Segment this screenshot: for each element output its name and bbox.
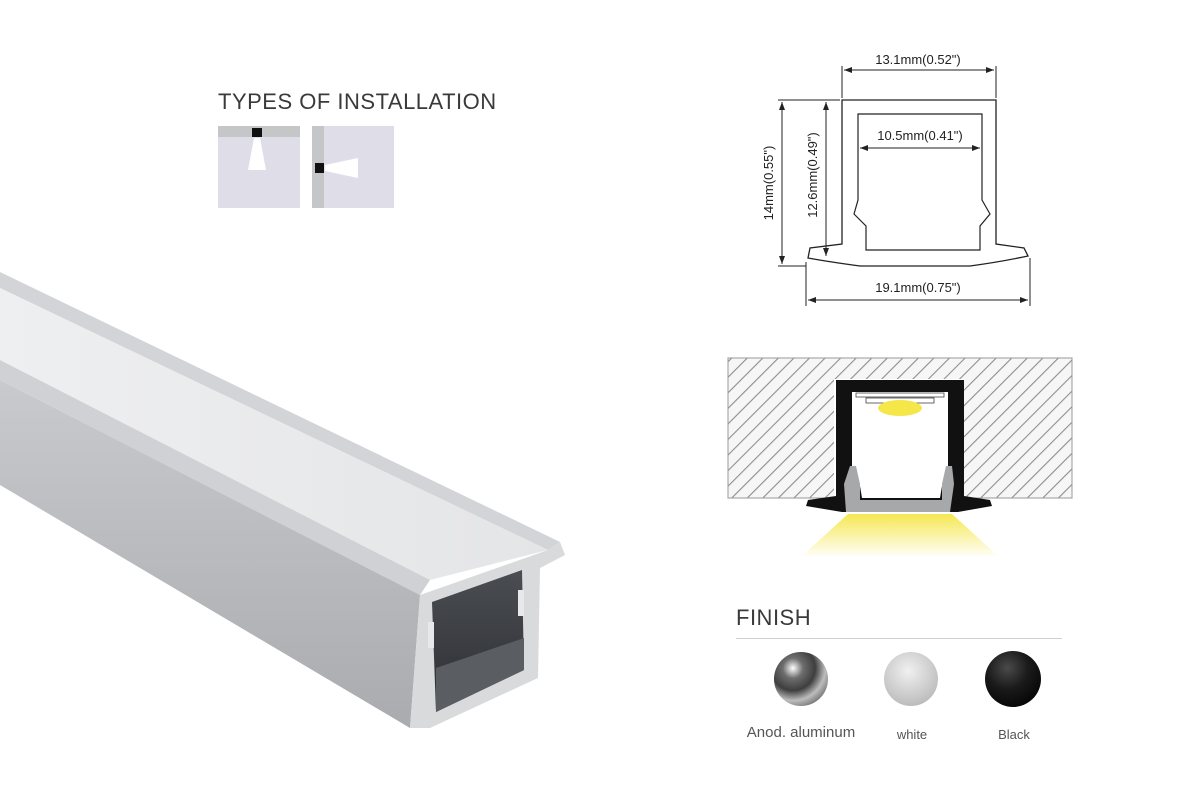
dimension-inner-width: 10.5mm(0.41")	[877, 128, 963, 143]
finish-label-black: Black	[998, 727, 1030, 742]
ceiling-recessed-mount-icon	[218, 126, 300, 208]
wall-recessed-mount-icon	[312, 126, 394, 208]
dimension-flange-width: 19.1mm(0.75")	[875, 280, 961, 295]
finish-swatch-anod-aluminum	[774, 652, 828, 706]
finish-swatch-white	[884, 652, 938, 706]
installation-title: TYPES OF INSTALLATION	[218, 89, 497, 114]
profile-dimension-drawing: 13.1mm(0.52") 10.5mm(0.41") 14mm(0.55") …	[761, 52, 1031, 306]
finish-title: FINISH	[736, 605, 812, 630]
aluminum-profile-image	[0, 272, 565, 728]
installation-cross-section	[727, 357, 1073, 556]
finish-label-anod-aluminum: Anod. aluminum	[746, 724, 856, 741]
finish-label-white: white	[896, 727, 928, 742]
finish-swatch-black	[985, 651, 1041, 707]
dimension-top-width: 13.1mm(0.52")	[875, 52, 961, 67]
dimension-outer-height: 14mm(0.55")	[761, 146, 776, 221]
dimension-inner-height: 12.6mm(0.49")	[805, 132, 820, 218]
finish-divider	[736, 638, 1062, 639]
